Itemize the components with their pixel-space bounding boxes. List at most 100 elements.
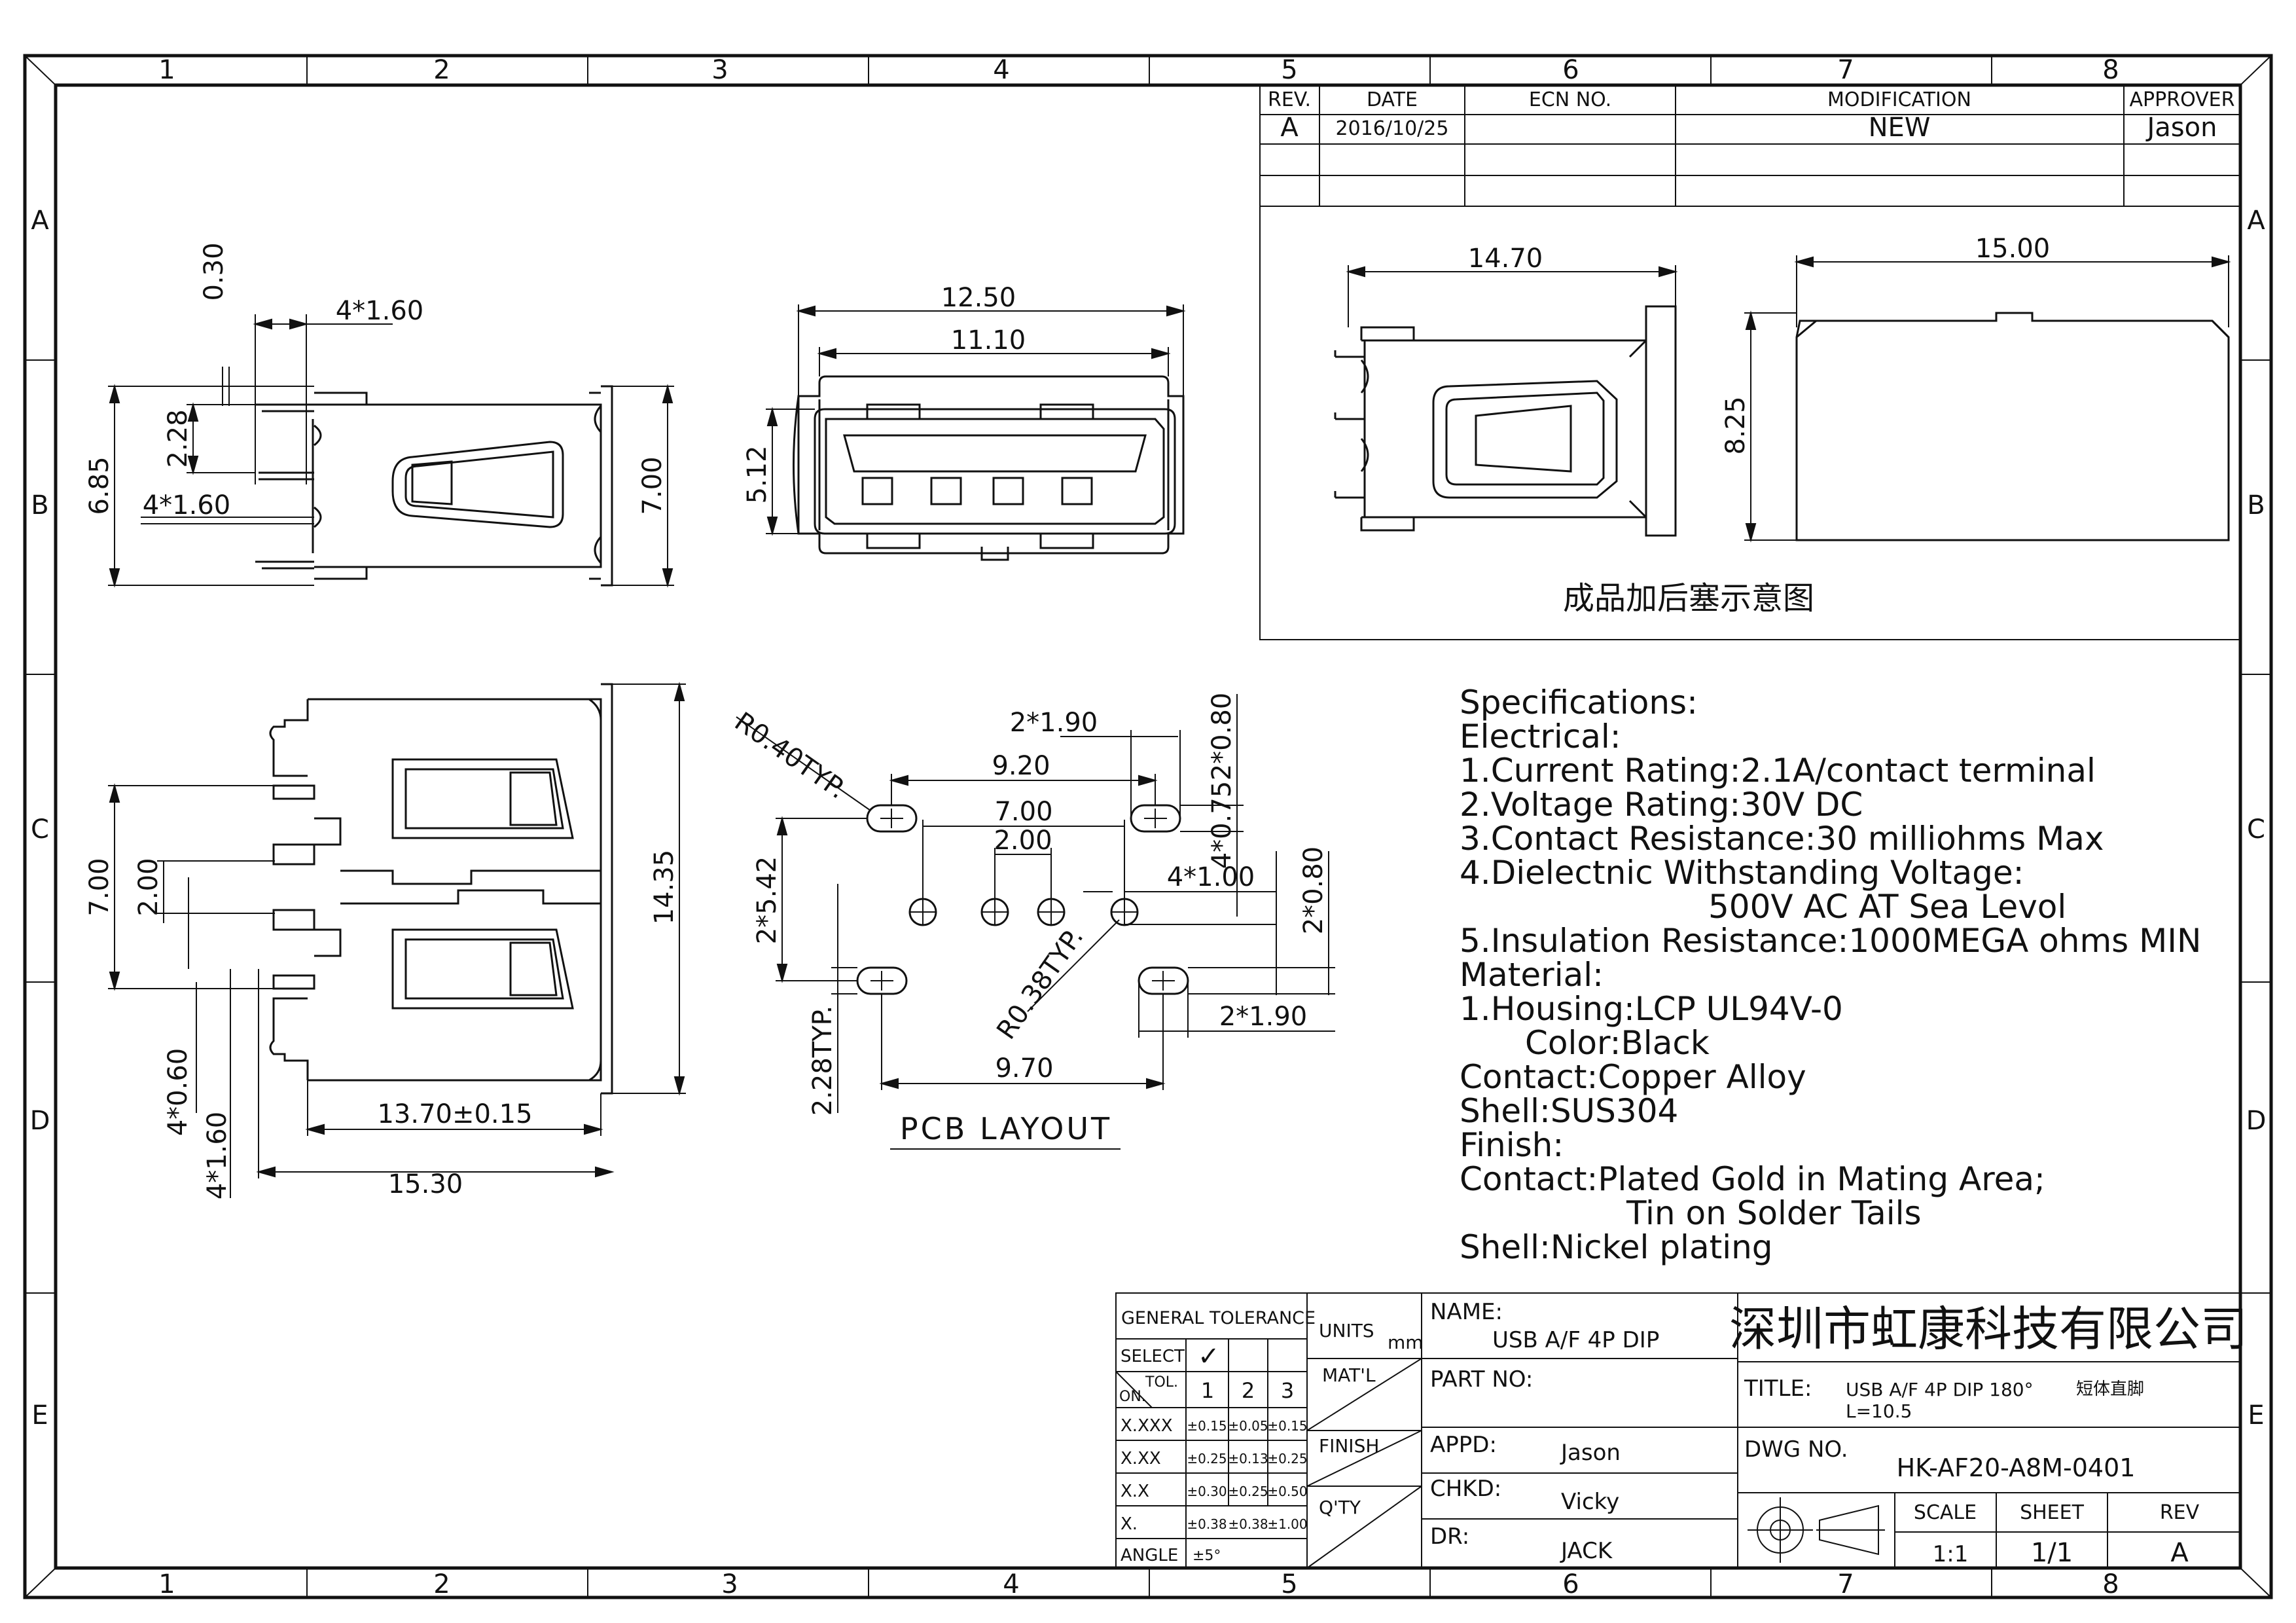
spec-line-1: Specifications: (1460, 684, 1698, 721)
finish-label: FINISH (1319, 1435, 1379, 1457)
dim-pcb-2x080-top: 2*0.80 (1207, 693, 1237, 781)
dr-label: DR: (1430, 1523, 1469, 1550)
dim-assembled-1470: 14.70 (1468, 244, 1543, 274)
rev-header-date: DATE (1367, 88, 1418, 111)
tolerance-col-3: 3 (1281, 1378, 1294, 1403)
rev-header-ecn: ECN NO. (1529, 88, 1611, 111)
dim-pcb-2x190-top: 2*1.90 (1010, 708, 1098, 738)
pcb-layout: R0.40TYP. 2*1.90 2*0.80 9.20 7.00 2.00 4… (729, 693, 1335, 1150)
row-label-e-right: E (2248, 1400, 2264, 1431)
tolerance-value: ±0.25 (1228, 1484, 1268, 1499)
chkd-value: Vicky (1561, 1489, 1619, 1515)
dim-bottom-4x060: 4*0.60 (163, 1048, 193, 1137)
col-label-5-bottom: 5 (1281, 1569, 1297, 1599)
matl-label: MAT'L (1322, 1364, 1376, 1386)
dim-pcb-2x542: 2*5.42 (752, 856, 782, 945)
dim-pcb-920: 9.20 (992, 751, 1050, 781)
dim-bottom-700: 7.00 (84, 858, 115, 916)
row-label-b-right: B (2247, 490, 2265, 520)
spec-line-8: 5.Insulation Resistance:1000MEGA ohms MI… (1460, 922, 2201, 960)
col-label-8-bottom: 8 (2102, 1569, 2119, 1599)
dim-side-4x160-left: 4*1.60 (143, 490, 231, 520)
col-label-7: 7 (1837, 55, 1854, 85)
dim-pcb-200: 2.00 (994, 826, 1052, 856)
appd-label: APPD: (1430, 1432, 1497, 1458)
spec-line-5: 3.Contact Resistance:30 milliohms Max (1460, 820, 2104, 858)
dim-side-700: 7.00 (637, 456, 668, 515)
tolerance-value: ±0.13 (1228, 1451, 1268, 1467)
row-label-d-right: D (2246, 1106, 2267, 1136)
tolerance-value: ±0.05 (1228, 1418, 1268, 1434)
dim-front-1250: 12.50 (941, 283, 1016, 313)
side-view: 0.30 4*1.60 2.28 6.85 4*1.60 7.00 (84, 242, 674, 588)
spec-line-2: Electrical: (1460, 718, 1621, 756)
tolerance-tol-label: TOL. (1145, 1374, 1178, 1391)
dr-value: JACK (1560, 1538, 1613, 1564)
dim-pcb-2x190-bottom: 2*1.90 (1219, 1002, 1308, 1032)
rev-value: A (2170, 1538, 2189, 1568)
spec-line-3: 1.Current Rating:2.1A/contact terminal (1460, 752, 2096, 790)
dim-side-228: 2.28 (163, 409, 193, 467)
tolerance-value: ±0.38 (1228, 1516, 1268, 1532)
title-label: TITLE: (1744, 1376, 1812, 1402)
col-label-7-bottom: 7 (1837, 1569, 1854, 1599)
title-value: USB A/F 4P DIP 180° (1846, 1379, 2034, 1400)
assembled-view: 14.70 15.00 8.25 成品加后塞示意图 (1259, 206, 2241, 640)
tolerance-angle-label: ANGLE (1121, 1546, 1178, 1565)
assembled-side-view (1334, 305, 1677, 537)
dim-side-4x160-top: 4*1.60 (336, 296, 424, 326)
col-label-1-bottom: 1 (158, 1569, 175, 1599)
col-label-4-bottom: 4 (1003, 1569, 1019, 1599)
dim-pcb-2x080-right: 2*0.80 (1299, 847, 1329, 935)
spec-line-17: Shell:Nickel plating (1460, 1228, 1773, 1266)
appd-value: Jason (1560, 1440, 1621, 1466)
tolerance-select-label: SELECT (1121, 1347, 1185, 1366)
col-label-6-bottom: 6 (1562, 1569, 1579, 1599)
dim-front-512: 5.12 (742, 445, 772, 503)
tolerance-value: ±0.25 (1187, 1451, 1227, 1467)
tolerance-row-label: X.XXX (1121, 1416, 1173, 1436)
assembled-end-view (1795, 312, 2230, 541)
rev-row-date: 2016/10/25 (1336, 117, 1449, 140)
dim-front-1110: 11.10 (951, 325, 1026, 356)
dim-bottom-1530: 15.30 (388, 1169, 463, 1199)
spec-line-9: Material: (1460, 956, 1604, 994)
pcb-r038-label: R0.38TYP. (991, 922, 1089, 1045)
col-label-2: 2 (433, 55, 450, 85)
scale-label: SCALE (1914, 1501, 1977, 1524)
row-label-c: C (31, 814, 49, 845)
tolerance-value: ±0.15 (1267, 1418, 1307, 1434)
tolerance-row-label: X. (1121, 1514, 1138, 1534)
title-block: GENERAL TOLERANCE SELECT ✓ TOL. ON. 1 2 … (1115, 1292, 2248, 1569)
qty-label: Q'TY (1319, 1497, 1361, 1518)
pcb-r040-label: R0.40TYP. (729, 706, 852, 805)
sheet-value: 1/1 (2031, 1538, 2073, 1568)
col-label-4: 4 (993, 55, 1009, 85)
dim-pcb-700: 7.00 (994, 797, 1052, 827)
rev-header-modification: MODIFICATION (1827, 88, 1971, 111)
tolerance-value: ±0.15 (1187, 1418, 1227, 1434)
tolerance-col-1: 1 (1201, 1378, 1214, 1403)
dim-pcb-970: 9.70 (995, 1053, 1053, 1084)
tolerance-check-mark: ✓ (1198, 1341, 1220, 1372)
row-label-c-right: C (2247, 814, 2265, 845)
dim-side-685: 6.85 (84, 456, 115, 515)
assembled-caption: 成品加后塞示意图 (1563, 580, 1814, 617)
row-label-b: B (31, 490, 48, 520)
row-label-a-right: A (2247, 206, 2265, 236)
tolerance-value: ±0.38 (1187, 1516, 1227, 1532)
scale-value: 1:1 (1933, 1541, 1969, 1567)
name-label: NAME: (1430, 1299, 1503, 1325)
dwg-label: DWG NO. (1744, 1436, 1848, 1463)
dim-bottom-200: 2.00 (134, 858, 164, 916)
row-label-d: D (30, 1106, 50, 1136)
rev-row-rev: A (1280, 113, 1299, 143)
outer-border (23, 54, 2273, 1599)
rev-label: REV (2160, 1501, 2200, 1524)
dim-assembled-1500: 15.00 (1975, 234, 2051, 264)
title-value-line2: L=10.5 (1846, 1400, 1912, 1422)
col-label-8: 8 (2102, 55, 2119, 85)
spec-line-11: Color:Black (1525, 1024, 1710, 1062)
front-view: 12.50 11.10 5.12 (742, 283, 1186, 561)
